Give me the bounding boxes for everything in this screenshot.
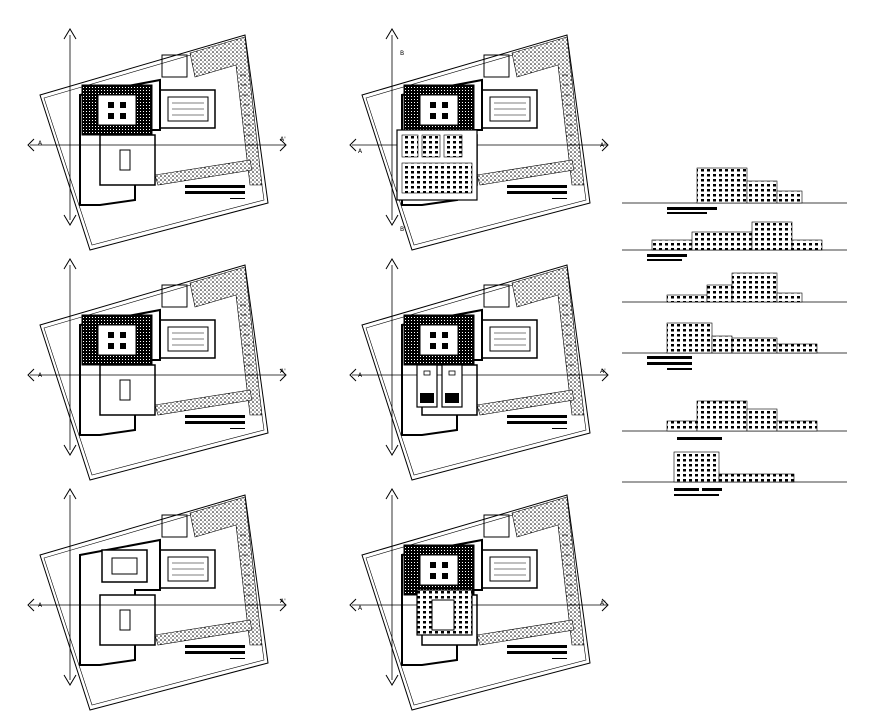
section-mark-a-prime: A' [600, 142, 606, 149]
section-mark-a: A [38, 602, 43, 609]
section-mark-a-prime: A' [280, 368, 286, 375]
section-mark-a-prime: A' [280, 136, 286, 143]
section-mark-a: A [358, 148, 363, 155]
plan-6: A A' [349, 488, 609, 711]
section-mark-a-prime: A' [600, 600, 606, 607]
plan-2: A A' [27, 258, 287, 481]
plan-1: A A' [27, 28, 287, 251]
section-mark-a: A [358, 372, 363, 379]
elevation-4 [622, 322, 847, 370]
elevation-6 [622, 451, 847, 496]
elevation-2 [622, 221, 847, 261]
plan-5: A A' [349, 258, 609, 481]
plan-3: A A' [27, 488, 287, 711]
section-mark-b: B [400, 50, 404, 57]
elevation-1 [622, 167, 847, 214]
section-mark-a: A [38, 140, 43, 147]
section-mark-a-prime: A' [600, 368, 606, 375]
elevation-5 [622, 400, 847, 440]
section-mark-a: A [38, 372, 43, 379]
section-mark-a-prime: A' [280, 598, 286, 605]
section-mark-a: A [358, 605, 363, 612]
plan-4: A A' B B' [349, 28, 609, 251]
section-mark-b-prime: B' [400, 226, 406, 233]
elevation-3 [622, 272, 847, 303]
